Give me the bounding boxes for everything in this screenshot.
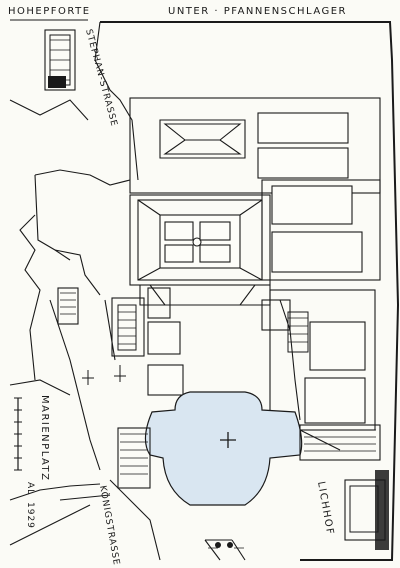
label-stephan-strasse: STEPHAN-STRASSE xyxy=(83,28,119,128)
church xyxy=(117,391,381,561)
fountain-markers xyxy=(59,365,126,501)
garden-plot-2 xyxy=(257,147,349,179)
building-hohepforte xyxy=(44,29,76,91)
garden-plot-3 xyxy=(271,185,353,225)
east-gardens xyxy=(261,179,381,431)
garden-plot-1 xyxy=(257,112,349,144)
label-signature: AL xyxy=(25,482,35,495)
label-koenigstrasse: KÖNIGSTRASSE xyxy=(97,485,122,567)
north-gardens xyxy=(129,97,381,194)
church-floor xyxy=(144,391,303,506)
label-year: 1929 xyxy=(25,502,35,529)
building-left xyxy=(57,287,79,325)
cross-mark xyxy=(220,432,236,448)
middle-buildings xyxy=(111,284,309,396)
lichhof-enclosure xyxy=(344,470,389,550)
label-lichhof: LICHHOF xyxy=(315,481,335,537)
label-hohepforte: HOHEPFORTE xyxy=(8,6,91,17)
cloister xyxy=(129,194,271,286)
label-marienplatz: MARIENPLATZ xyxy=(39,395,50,482)
block-outlines xyxy=(9,19,400,561)
garden-plot-4 xyxy=(271,231,363,273)
label-unter-pfannenschlager: UNTER · PFANNENSCHLAGER xyxy=(168,6,347,17)
garden-plot-6 xyxy=(304,377,366,424)
scale-bar xyxy=(14,397,22,471)
garden-plot-5 xyxy=(309,321,366,371)
